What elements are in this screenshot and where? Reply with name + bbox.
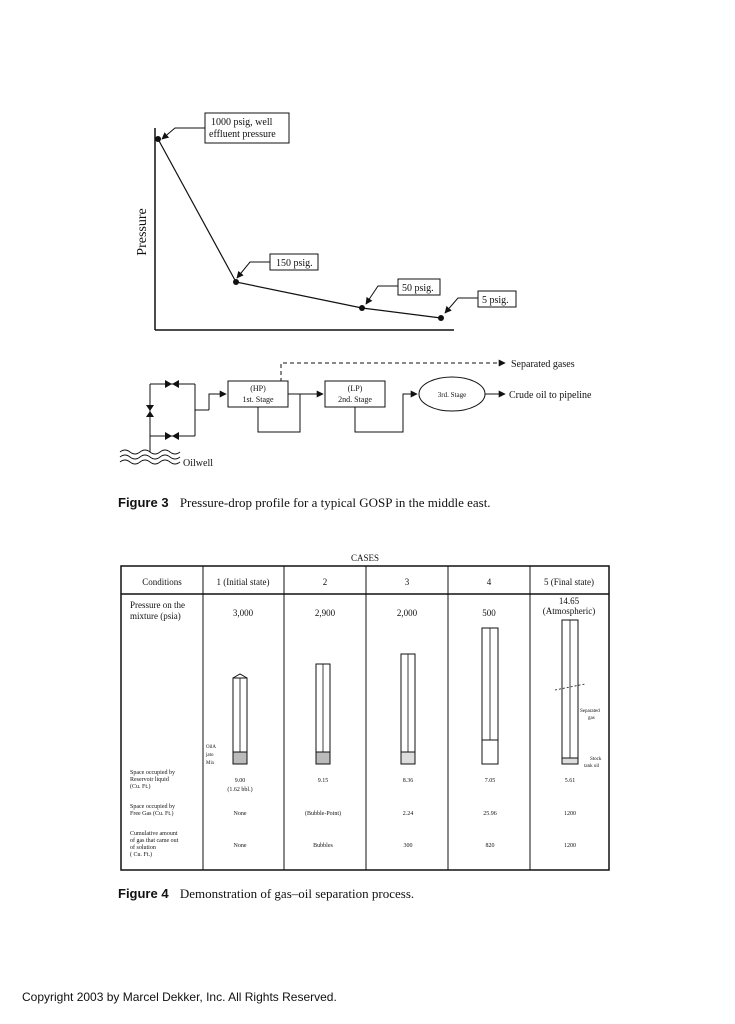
annotation-150: 150 psig. (236, 253, 319, 279)
cylinder-case1 (232, 673, 248, 765)
figure3-text: Pressure-drop profile for a typical GOSP… (179, 495, 491, 510)
annotation-1000: 1000 psig, well effluent pressure (161, 112, 290, 144)
pressure-case5: (Atmospheric) (543, 606, 595, 616)
pressure-case3: 2,000 (397, 608, 418, 618)
pressure-curve (155, 136, 444, 321)
liquid-case2: 9.15 (318, 778, 329, 784)
svg-text:3rd. Stage: 3rd. Stage (438, 391, 466, 399)
copyright-notice: Copyright 2003 by Marcel Dekker, Inc. Al… (22, 990, 337, 1004)
svg-text:5 psig.: 5 psig. (482, 295, 509, 306)
svg-text:Mix: Mix (206, 761, 215, 766)
separated-gases-label: Separated gases (511, 359, 575, 370)
freegas-case5: 1200 (564, 811, 576, 817)
pressure-case1: 3,000 (233, 608, 254, 618)
freegas-case3: 2.24 (403, 811, 414, 817)
cylinder-case3 (400, 653, 416, 765)
svg-text:OilA: OilA (206, 745, 216, 750)
pressure-point (155, 136, 161, 142)
pressure-case4: 500 (482, 608, 496, 618)
svg-text:jato: jato (205, 753, 214, 758)
annotation-5: 5 psig. (444, 290, 517, 314)
liquid-case4: 7.05 (485, 778, 496, 784)
header-case3: 3 (405, 577, 410, 587)
figure4-text: Demonstration of gas–oil separation proc… (179, 886, 415, 901)
svg-text:Free Gas (Cu. Ft.): Free Gas (Cu. Ft.) (130, 810, 174, 817)
pressure-point (438, 315, 444, 321)
pressure-point (233, 279, 239, 285)
pressure-line (157, 138, 442, 319)
liquid-case5: 5.61 (565, 778, 576, 784)
svg-text:( Cu. Ft.): ( Cu. Ft.) (130, 851, 152, 858)
figure3-label: Figure 3 (118, 495, 169, 510)
svg-text:Cumulative amount: Cumulative amount (130, 831, 178, 837)
svg-text:effluent pressure: effluent pressure (209, 129, 276, 140)
svg-text:150 psig.: 150 psig. (276, 258, 313, 269)
hp-stage (227, 380, 289, 408)
liquid-case3: 8.36 (403, 778, 414, 784)
cylinder-case2 (315, 663, 331, 765)
svg-text:50 psig.: 50 psig. (402, 283, 434, 294)
cumgas-case2: Bubbles (313, 843, 333, 849)
cumgas-case3: 300 (404, 843, 413, 849)
freegas-case4: 25.96 (483, 811, 497, 817)
svg-text:1000 psig, well: 1000 psig, well (211, 117, 273, 128)
table-border (120, 565, 610, 871)
svg-text:Separated: Separated (580, 709, 600, 714)
cumgas-case5: 1200 (564, 843, 576, 849)
cases-label: CASES (351, 553, 379, 563)
ground-hatch (119, 449, 181, 465)
y-axis-label: Pressure (135, 208, 150, 255)
figure4-caption: Figure 4 Demonstration of gas–oil separa… (118, 886, 414, 902)
valve-icon (165, 432, 179, 440)
header-case4: 4 (487, 577, 492, 587)
svg-text:of solution: of solution (130, 844, 156, 851)
svg-text:gas: gas (588, 716, 595, 721)
svg-text:of gas that came out: of gas that came out (130, 837, 179, 844)
well-piping (146, 380, 227, 452)
svg-text:Stock: Stock (590, 757, 602, 762)
svg-text:Reservoir liquid: Reservoir liquid (130, 777, 169, 783)
svg-text:1st. Stage: 1st. Stage (242, 395, 274, 404)
svg-text:mixture (psia): mixture (psia) (130, 611, 181, 621)
svg-text:(1.62 bbl.): (1.62 bbl.) (227, 786, 252, 793)
annotation-50: 50 psig. (365, 278, 441, 305)
valve-icon (146, 405, 154, 417)
svg-text:Space occupied by: Space occupied by (130, 770, 175, 776)
pressure-point (359, 305, 365, 311)
valve-icon (165, 380, 179, 388)
svg-text:2nd. Stage: 2nd. Stage (338, 395, 372, 404)
freegas-case2: (Bubble-Point) (305, 810, 341, 817)
header-case5: 5 (Final state) (544, 577, 594, 587)
svg-text:(Cu. Ft.): (Cu. Ft.) (130, 783, 151, 790)
cumgas-case4: 820 (486, 843, 495, 849)
liquid-case1: 9.00 (235, 778, 246, 784)
cylinder-case4 (481, 627, 499, 765)
header-case2: 2 (323, 577, 328, 587)
header-conditions: Conditions (142, 577, 182, 587)
pressure-case2: 2,900 (315, 608, 336, 618)
figure3-caption: Figure 3 Pressure-drop profile for a typ… (118, 495, 491, 511)
svg-text:(LP): (LP) (348, 384, 363, 393)
crude-oil-label: Crude oil to pipeline (509, 390, 592, 401)
cylinder-case5 (554, 619, 586, 765)
svg-text:tank oil: tank oil (584, 764, 600, 769)
lp-stage (324, 380, 386, 408)
pressure-case5-top: 14.65 (559, 596, 580, 606)
header-case1: 1 (Initial state) (217, 577, 270, 587)
freegas-case1: None (234, 811, 247, 817)
svg-text:Space occupied by: Space occupied by (130, 804, 175, 810)
figure4-label: Figure 4 (118, 886, 169, 901)
svg-text:(HP): (HP) (250, 384, 266, 393)
separated-gases-line (280, 359, 506, 382)
cumgas-case1: None (234, 843, 247, 849)
pressure-label: Pressure on the (130, 600, 185, 610)
oilwell-label: Oilwell (183, 458, 213, 469)
